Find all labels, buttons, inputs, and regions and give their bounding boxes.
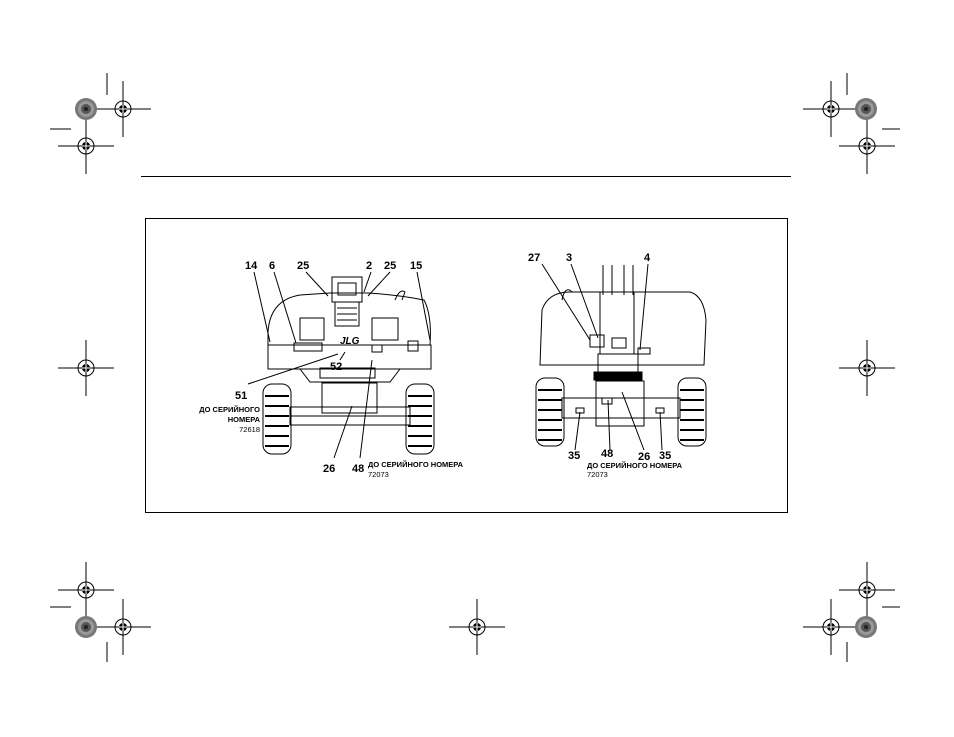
callout-35-left: 35 [568, 450, 580, 462]
callout-3: 3 [566, 252, 572, 264]
callout-48-left: 48 [352, 463, 364, 475]
right-bottom-serial: ДО СЕРИЙНОГО НОМЕРА [587, 461, 682, 470]
callout-15: 15 [410, 260, 422, 272]
callout-51: 51 [235, 390, 247, 402]
callout-4: 4 [644, 252, 650, 264]
left-machine [263, 277, 434, 454]
jlg-logo: JLG [340, 336, 359, 348]
left-bottom-serial: ДО СЕРИЙНОГО НОМЕРА [368, 460, 463, 469]
right-machine [536, 265, 706, 446]
right-bottom-number: 72073 [587, 470, 608, 479]
callout-25-left: 25 [297, 260, 309, 272]
left-serial-line1: ДО СЕРИЙНОГО [175, 405, 260, 414]
callout-52: 52 [330, 361, 342, 373]
left-serial-line2: НОМЕРА [175, 415, 260, 424]
callout-25-right: 25 [384, 260, 396, 272]
callout-26-left: 26 [323, 463, 335, 475]
left-bottom-number: 72073 [368, 470, 389, 479]
left-serial-number: 72618 [175, 425, 260, 434]
callout-14: 14 [245, 260, 257, 272]
callout-48-right: 48 [601, 448, 613, 460]
callout-2: 2 [366, 260, 372, 272]
callout-27: 27 [528, 252, 540, 264]
callout-6: 6 [269, 260, 275, 272]
